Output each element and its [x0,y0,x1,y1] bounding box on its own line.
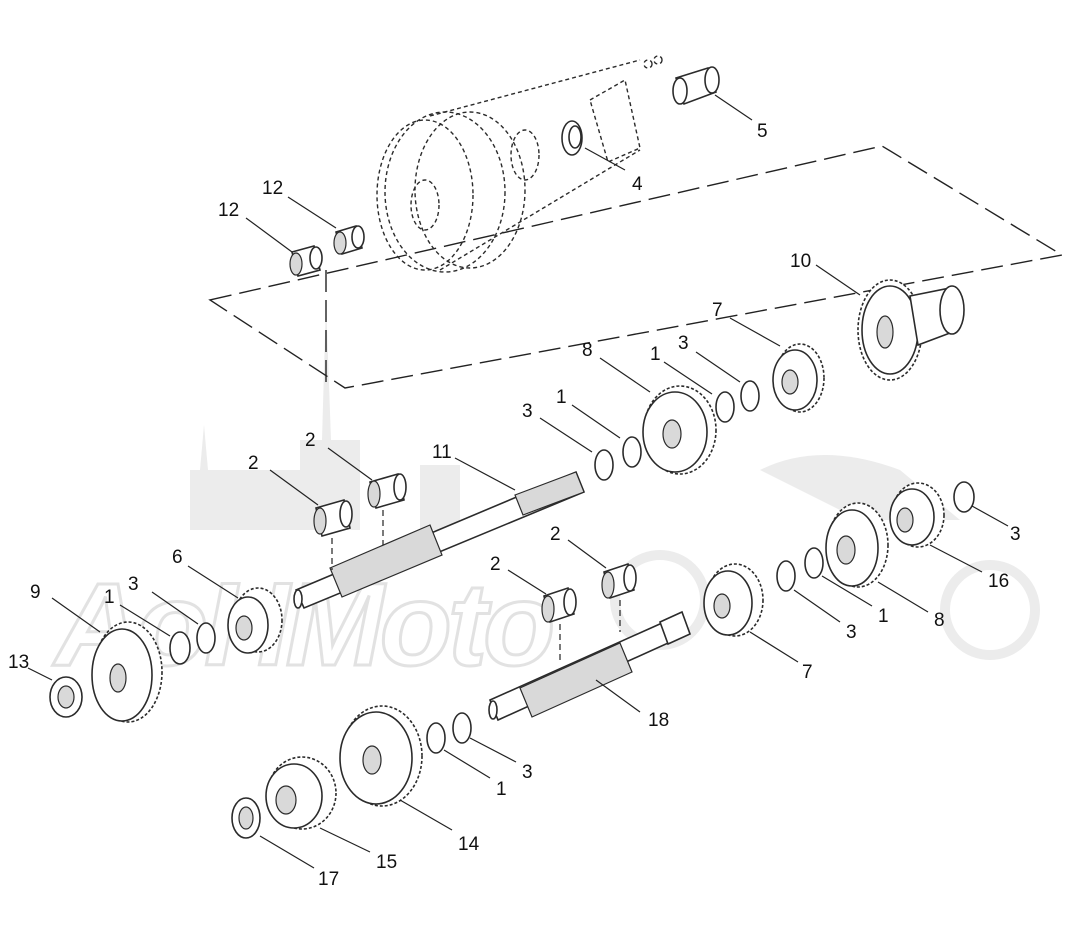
part-2-bearing-b [313,498,353,538]
callout-3-bottom: 3 [522,762,533,783]
part-12-bearing-b [289,245,323,277]
callout-17: 17 [318,869,339,890]
part-1-washer-bottom [426,722,446,754]
part-2-bearing-c [601,562,637,600]
callout-9: 9 [30,582,41,603]
callout-15: 15 [376,852,397,873]
part-3-washer-lower-right [776,560,796,592]
callout-5: 5 [757,121,768,142]
part-5-bushing [672,66,720,106]
callout-2-c: 2 [550,524,561,545]
part-11-mainshaft [293,470,586,610]
callout-12-upper: 12 [262,178,283,199]
part-7-gear-upper [772,343,825,413]
callout-11: 11 [432,442,452,463]
callout-18: 18 [648,710,669,731]
callout-3-lower-right: 3 [846,622,857,643]
part-9-gear [91,621,163,723]
part-4-ring [561,120,583,156]
part-12-bearing-a [333,224,365,256]
callout-6: 6 [172,547,183,568]
part-3-washer-bottom [452,712,472,744]
callout-3-right: 3 [1010,524,1021,545]
callout-1-right: 1 [878,606,889,627]
callout-8-lower: 8 [934,610,945,631]
callout-1-left: 1 [104,587,115,608]
part-8-gear-upper [642,385,717,475]
callout-4: 4 [632,174,643,195]
callout-7-upper: 7 [712,300,723,321]
part-3-washer-left [196,622,216,654]
part-3-washer-upper [740,380,760,412]
part-7-gear-lower [703,563,764,637]
part-1-washer-mid [622,436,642,468]
callout-1-mid: 1 [556,387,567,408]
ghost-clutch-gear [376,55,663,273]
part-1-washer-left [169,631,191,665]
part-8-gear-lower [825,502,889,588]
callout-3-upper: 3 [678,333,689,354]
callout-13: 13 [8,652,29,673]
part-2-bearing-a [367,472,407,510]
callout-10: 10 [790,251,811,272]
callout-2-b: 2 [248,453,259,474]
part-18-countershaft [488,610,692,722]
assembly-frame [208,145,1064,389]
callout-14: 14 [458,834,480,855]
callout-2-a: 2 [305,430,316,451]
part-3-washer-right [953,481,975,513]
callout-1-bottom: 1 [496,779,507,800]
part-1-washer-upper [715,391,735,423]
callout-8-upper: 8 [582,340,593,361]
callout-12-lower: 12 [218,200,239,221]
part-15-gear [265,756,337,830]
part-13-seal [49,676,83,718]
callout-1-upper: 1 [650,344,661,365]
part-17-seal [231,797,261,839]
callout-2-d: 2 [490,554,501,575]
part-2-bearing-d [541,586,577,624]
part-3-washer-mid [594,449,614,481]
part-6-gear [227,587,283,654]
callout-7-lower: 7 [802,662,813,683]
part-10-main-drive-gear [857,279,965,381]
callout-3-mid: 3 [522,401,533,422]
part-1-washer-right [804,547,824,579]
part-16-gear [889,482,945,548]
callout-16: 16 [988,571,1009,592]
callout-3-left: 3 [128,574,139,595]
part-14-gear [339,705,423,807]
